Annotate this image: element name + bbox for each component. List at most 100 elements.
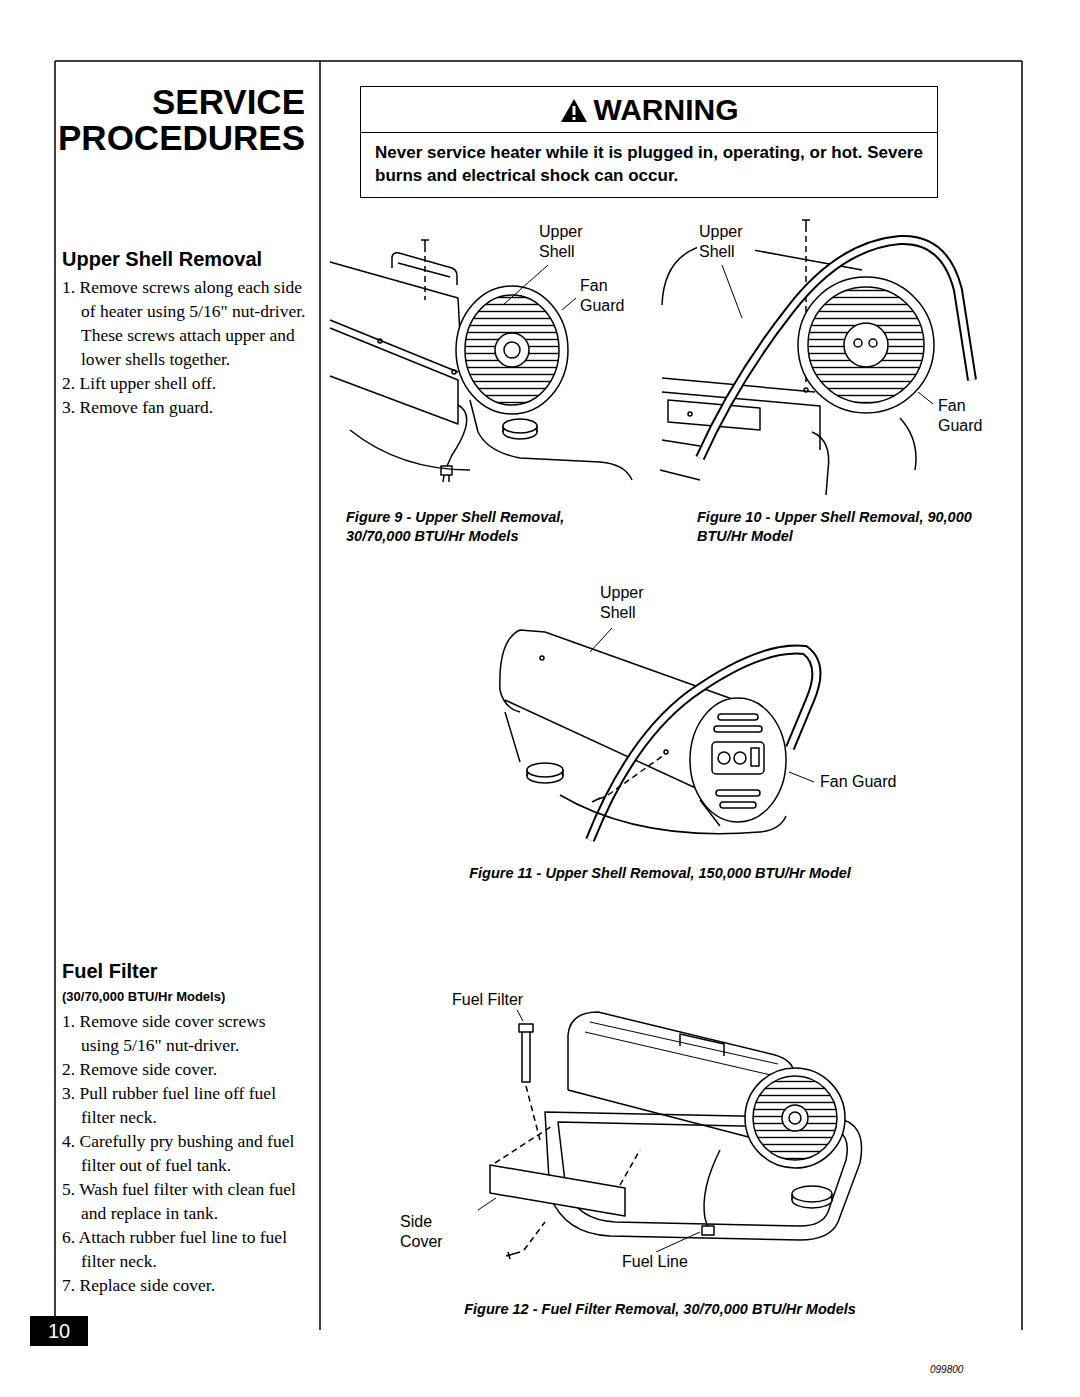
warning-mark	[572, 117, 575, 120]
frame-top	[55, 60, 1022, 62]
part-label: Fuel Filter	[450, 990, 525, 1010]
fan-hub	[844, 323, 888, 367]
fan-hub	[495, 333, 529, 367]
fuel-filter	[522, 1030, 530, 1082]
side-cover	[490, 1165, 625, 1216]
heater-90k	[660, 220, 972, 495]
label-slot: Upper Shell	[598, 583, 656, 623]
leader-line	[503, 265, 548, 305]
leader-line	[478, 1198, 496, 1210]
install-path	[524, 1222, 545, 1250]
screw	[592, 797, 604, 802]
fuel-tank	[560, 795, 786, 834]
handle	[590, 650, 816, 840]
label-slot: Figure 11 - Upper Shell Removal, 150,000…	[330, 864, 990, 883]
part-label: Fan Guard	[578, 276, 628, 316]
install-path	[620, 1150, 640, 1185]
section-heading: Upper Shell Removal	[62, 246, 307, 272]
leader-line	[656, 1232, 700, 1252]
pedestal	[792, 1186, 832, 1202]
handle	[680, 1034, 724, 1056]
fan-hub	[854, 339, 862, 347]
power-cord	[447, 405, 467, 466]
procedure-step: 5. Wash fuel filter with clean fuel and …	[62, 1177, 307, 1225]
fuel-tank	[350, 400, 632, 480]
fan-hub	[869, 339, 877, 347]
install-path	[495, 1126, 552, 1163]
fan-guard	[798, 277, 934, 413]
part-label: Upper Shell	[537, 222, 595, 262]
warning-header: WARNING	[361, 87, 937, 133]
grille-slot	[718, 714, 758, 720]
screw	[378, 339, 382, 343]
fuel-tank	[660, 418, 916, 480]
fan-guard	[745, 1068, 845, 1168]
fan-grille	[808, 287, 924, 403]
heater-30-70k	[330, 240, 632, 482]
label-slot: Fan Guard	[578, 276, 628, 316]
part-label: Fan Guard	[936, 396, 991, 436]
lower-shell	[505, 712, 720, 826]
fuel-line	[704, 1150, 720, 1228]
frame-right	[1021, 61, 1023, 1330]
install-path	[526, 1086, 540, 1140]
label-slot: Figure 9 - Upper Shell Removal, 30/70,00…	[346, 508, 631, 546]
fan-grille	[753, 1076, 837, 1160]
procedure-step: 3. Pull rubber fuel line off fuel filter…	[62, 1081, 307, 1129]
fan-hub	[751, 748, 759, 766]
pedestal	[527, 763, 563, 777]
label-slot: Fan Guard	[818, 772, 918, 792]
figure-caption: Figure 11 - Upper Shell Removal, 150,000…	[330, 864, 990, 883]
shell-rib	[585, 1022, 778, 1076]
leader-line	[562, 298, 576, 310]
screw	[664, 750, 668, 754]
procedure-step: 1. Remove side cover screws using 5/16" …	[62, 1009, 307, 1057]
label-slot: Figure 12 - Fuel Filter Removal, 30/70,0…	[330, 1300, 990, 1319]
part-label: Upper Shell	[697, 222, 755, 262]
grille-slot	[716, 790, 760, 796]
fan-hub	[782, 1105, 808, 1131]
label-slot: Fuel Filter	[450, 990, 550, 1010]
handle	[590, 650, 816, 840]
handle	[700, 240, 972, 458]
procedure-step: 2. Remove side cover.	[62, 1057, 307, 1081]
text-column: Upper Shell Removal 1. Remove screws alon…	[62, 246, 307, 419]
fan-guard	[690, 698, 786, 822]
warning-triangle	[561, 99, 587, 122]
label-slot: Fuel Line	[620, 1252, 720, 1272]
page-title: SERVICE PROCEDURES	[40, 84, 305, 155]
screw	[802, 220, 810, 232]
fan-hub	[712, 742, 764, 774]
procedure-step: 1. Remove screws along each side of heat…	[62, 275, 307, 371]
document-code: 099800	[930, 1364, 990, 1375]
procedure-step: 7. Replace side cover.	[62, 1273, 307, 1297]
fan-hub	[789, 1112, 801, 1124]
heater-150k	[500, 628, 817, 840]
plug-prongs	[443, 475, 449, 482]
leader-line	[918, 392, 933, 404]
procedure-step: 2. Lift upper shell off.	[62, 371, 307, 395]
lower-shell	[330, 328, 458, 424]
leader-line	[590, 628, 612, 652]
part-label: Fuel Line	[620, 1252, 690, 1272]
part-label: Side Cover	[398, 1212, 478, 1252]
warning-icon	[560, 98, 588, 123]
leader-line	[722, 265, 742, 318]
label-slot: Upper Shell	[697, 222, 755, 262]
screw	[506, 1252, 520, 1259]
part-label: Fan Guard	[818, 772, 898, 792]
frame-left	[54, 61, 56, 1316]
section-heading: Fuel Filter	[62, 958, 307, 984]
plug	[702, 1226, 714, 1235]
label-slot: 099800	[930, 1364, 990, 1375]
plug	[441, 466, 452, 475]
label-slot: Upper Shell	[537, 222, 595, 262]
figure-caption: Figure 12 - Fuel Filter Removal, 30/70,0…	[330, 1300, 990, 1319]
screw	[540, 656, 544, 660]
part-label: Upper Shell	[598, 583, 656, 623]
procedure-step: 3. Remove fan guard.	[62, 395, 307, 419]
warning-box: WARNINGNever service heater while it is …	[360, 86, 938, 198]
procedure-step: 6. Attach rubber fuel line to fuel filte…	[62, 1225, 307, 1273]
fan-hub	[734, 752, 746, 764]
